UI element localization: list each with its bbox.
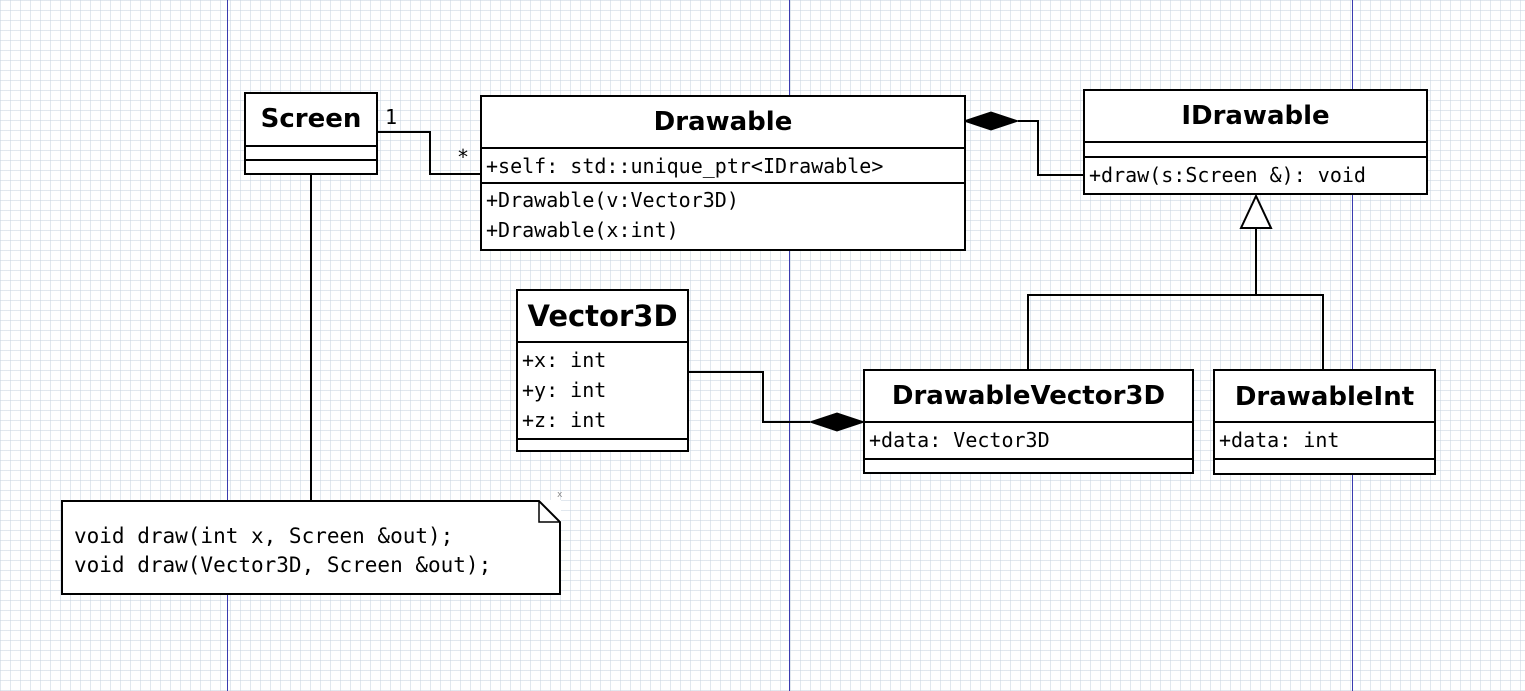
generalization-arrowhead (1239, 193, 1273, 229)
generalization-drawablevector3d[interactable] (1027, 294, 1256, 371)
class-drawableint-attribute: +data: int (1219, 428, 1340, 452)
class-drawableint[interactable]: DrawableInt +data: int (1213, 369, 1436, 475)
class-idrawable-operation: +draw(s:Screen &): void (1089, 163, 1366, 187)
swimlane-divider-3 (1352, 0, 1353, 691)
note-corner-mark: x (557, 490, 563, 500)
class-vector3d-attribute: +x: int (522, 348, 607, 372)
class-drawable-operation: +Drawable(v:Vector3D) (486, 188, 739, 212)
class-vector3d-operations (518, 440, 687, 450)
multiplicity-target: * (457, 145, 470, 169)
class-drawableint-operations (1215, 460, 1434, 473)
class-screen-name: Screen (246, 94, 376, 147)
multiplicity-source: 1 (385, 105, 398, 129)
class-drawable-operations: +Drawable(v:Vector3D) +Drawable(x:int) (482, 184, 964, 245)
swimlane-divider-1 (227, 0, 228, 691)
composition-diamond-drawablevector3d (808, 412, 866, 432)
generalization-drawableint[interactable] (1256, 294, 1324, 371)
class-drawable-attributes: +self: std::unique_ptr<IDrawable> (482, 149, 964, 184)
class-screen[interactable]: Screen (244, 92, 378, 175)
class-drawablevector3d-operations (865, 460, 1192, 472)
code-note[interactable]: void draw(int x, Screen &out); void draw… (61, 500, 561, 595)
class-drawableint-attributes: +data: int (1215, 423, 1434, 460)
class-idrawable-attributes (1085, 143, 1426, 158)
swimlane-divider-2 (789, 0, 790, 691)
class-drawablevector3d-attribute: +data: Vector3D (869, 428, 1050, 452)
composition-vector3d-drawablevector3d[interactable] (688, 371, 810, 423)
class-vector3d[interactable]: Vector3D +x: int +y: int +z: int (516, 289, 689, 452)
class-drawableint-name: DrawableInt (1215, 371, 1434, 423)
note-line: void draw(Vector3D, Screen &out); (74, 553, 492, 577)
class-drawable-name: Drawable (482, 97, 964, 149)
note-line: void draw(int x, Screen &out); (74, 524, 454, 548)
class-idrawable-name: IDrawable (1085, 91, 1426, 143)
class-idrawable[interactable]: IDrawable +draw(s:Screen &): void (1083, 89, 1428, 195)
class-screen-operations (246, 161, 376, 173)
class-drawablevector3d-attributes: +data: Vector3D (865, 423, 1192, 460)
association-screen-drawable[interactable] (377, 131, 481, 175)
class-vector3d-attributes: +x: int +y: int +z: int (518, 343, 687, 440)
class-drawable[interactable]: Drawable +self: std::unique_ptr<IDrawabl… (480, 95, 966, 251)
class-drawable-attribute: +self: std::unique_ptr<IDrawable> (486, 154, 884, 178)
class-drawablevector3d[interactable]: DrawableVector3D +data: Vector3D (863, 369, 1194, 474)
class-vector3d-name: Vector3D (518, 291, 687, 343)
class-drawablevector3d-name: DrawableVector3D (865, 371, 1192, 423)
class-screen-attributes (246, 147, 376, 161)
composition-idrawable-drawable[interactable] (1018, 120, 1084, 176)
class-drawable-operation: +Drawable(x:int) (486, 218, 679, 242)
note-outline (61, 500, 561, 595)
class-vector3d-attribute: +z: int (522, 408, 607, 432)
class-vector3d-attribute: +y: int (522, 378, 607, 402)
class-idrawable-operations: +draw(s:Screen &): void (1085, 158, 1426, 190)
composition-diamond-drawable (962, 111, 1020, 131)
